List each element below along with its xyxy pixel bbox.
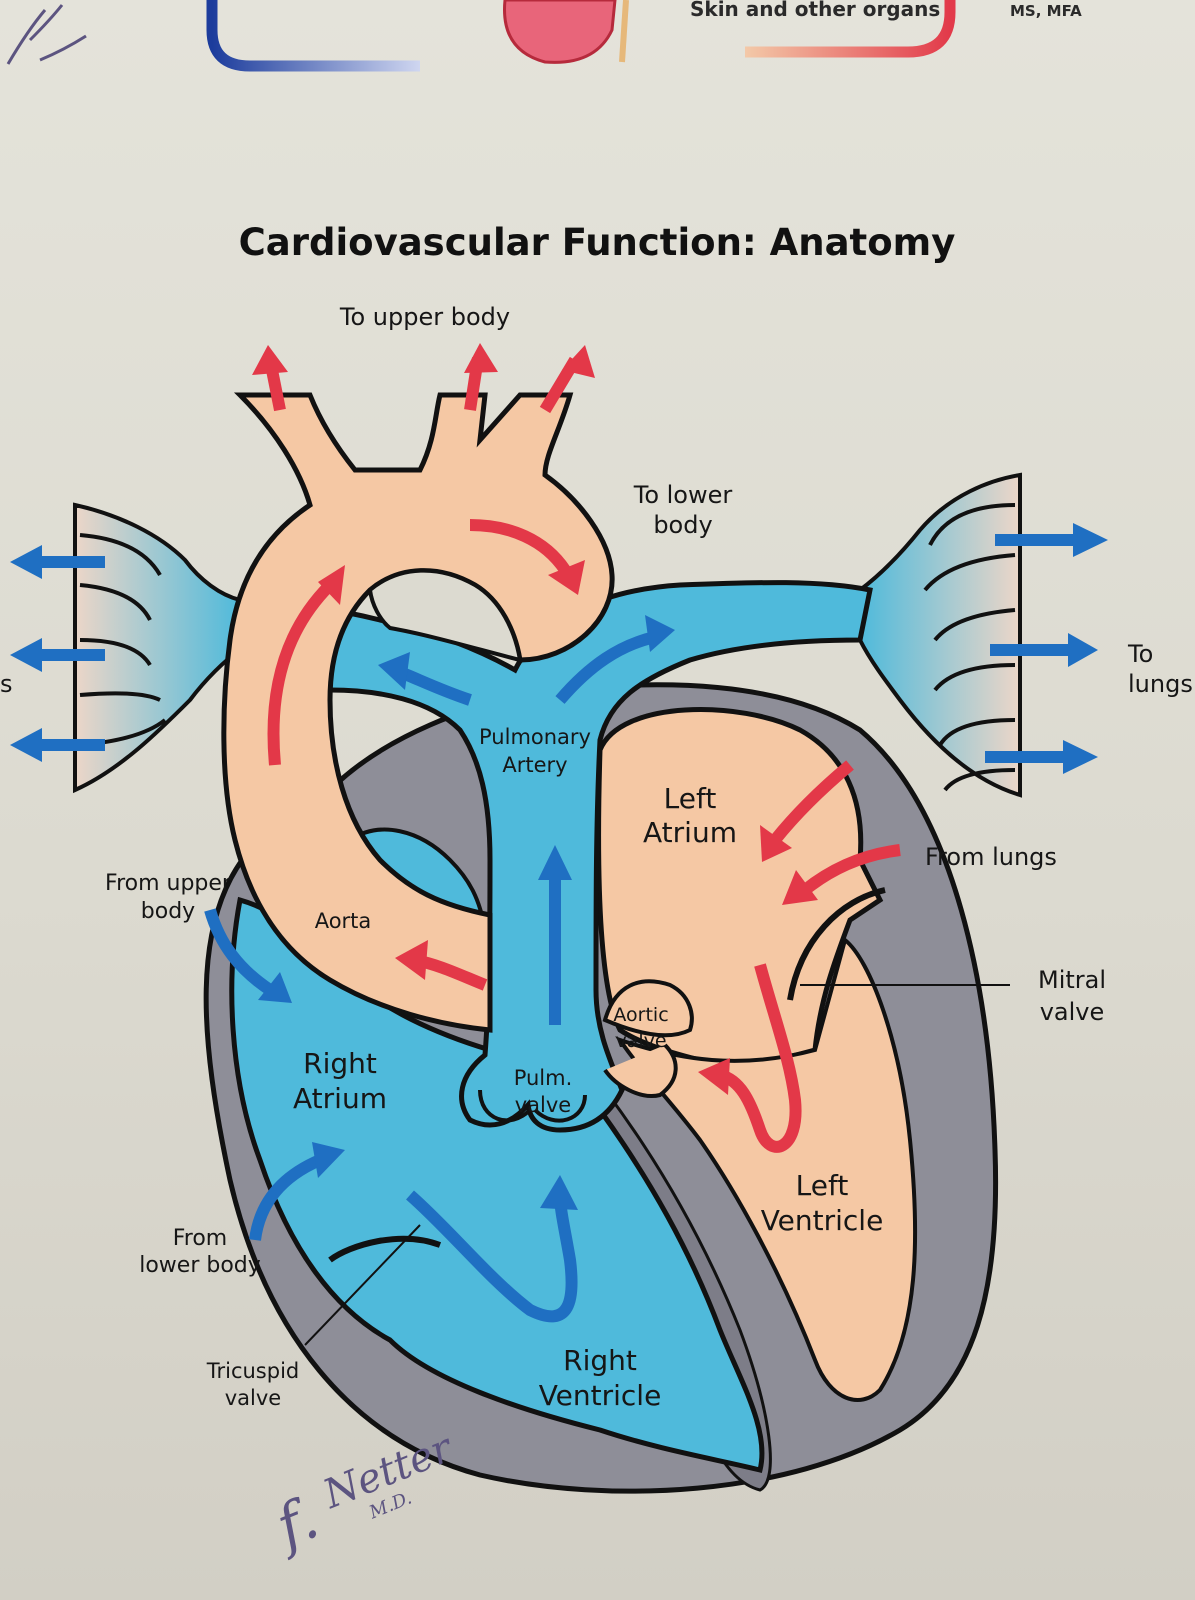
red-arrow-from-lungs-1	[770, 760, 854, 844]
label-pulm-valve-1: Pulm.	[514, 1066, 573, 1090]
header-red-loop	[745, 0, 956, 58]
label-to-lungs-1: To	[1127, 640, 1153, 668]
blue-arrow-from-upper-body	[204, 908, 274, 995]
label-aorta: Aorta	[315, 909, 372, 933]
red-arrow-lv-loop	[718, 963, 802, 1153]
label-left-lungs-fragment: s	[0, 670, 13, 698]
tricuspid-valve-leaflet	[328, 1235, 442, 1263]
mitral-valve-leaflet	[787, 887, 886, 1001]
label-aortic-valve-2: valve	[615, 1030, 666, 1052]
label-aortic-valve-1: Aortic	[613, 1004, 668, 1026]
label-mitral-valve-2: valve	[1040, 998, 1105, 1026]
label-to-lungs-2: lungs	[1128, 670, 1193, 698]
blue-arrowheads	[10, 523, 1108, 1210]
aortic-arch-inner	[367, 568, 523, 663]
label-from-lower-body-1: From	[173, 1226, 228, 1251]
signature-initial: f.	[263, 1484, 327, 1563]
left-ventricle	[615, 936, 918, 1402]
red-flow-arrows	[264, 356, 901, 1153]
red-arrow-arch-top	[469, 519, 570, 574]
header-blue-loop	[206, 0, 420, 72]
label-right-ventricle-1: Right	[563, 1344, 637, 1377]
label-pulmonary-artery-2: Artery	[502, 753, 567, 777]
pulm-valve-cusps	[478, 1089, 587, 1123]
blue-arrow-pa-right	[555, 631, 657, 704]
label-to-upper-body: To upper body	[339, 303, 510, 331]
label-from-upper-body-2: body	[141, 899, 195, 924]
label-right-ventricle-2: Ventricle	[539, 1379, 662, 1412]
red-arrow-ascending	[267, 580, 335, 766]
label-tricuspid-valve-1: Tricuspid	[206, 1359, 300, 1383]
label-pulmonary-artery-1: Pulmonary	[479, 725, 591, 749]
aorta	[221, 392, 615, 1033]
blue-arrow-rv-loop	[406, 1190, 578, 1323]
header-organ-icon	[503, 0, 617, 64]
right-lung-branches	[858, 472, 1022, 798]
label-to-lower-body-2: body	[653, 511, 712, 539]
label-from-lower-body-2: lower body	[139, 1253, 261, 1278]
red-arrow-from-lungs-2	[801, 844, 901, 895]
label-from-lungs: From lungs	[925, 843, 1057, 871]
blue-arrow-from-lower-body	[249, 1154, 323, 1241]
label-mitral-valve-1: Mitral	[1038, 966, 1106, 994]
label-to-lower-body-1: To lower	[633, 481, 733, 509]
blue-flow-arrows	[35, 534, 1075, 1323]
red-arrowheads	[252, 343, 818, 1095]
label-right-atrium-1: Right	[303, 1047, 377, 1080]
label-left-atrium-2: Atrium	[643, 816, 737, 849]
right-atrium-ventricle	[229, 896, 765, 1474]
header-vessel-icon	[619, 0, 629, 63]
label-pulm-valve-2: valve	[515, 1093, 571, 1117]
signature: f. Netter M.D.	[263, 1424, 461, 1563]
tricuspid-leader-line	[304, 1224, 421, 1346]
label-right-atrium-2: Atrium	[293, 1082, 387, 1115]
label-left-atrium-1: Left	[664, 782, 717, 815]
header-organs-label: Skin and other organs	[690, 0, 940, 21]
label-left-ventricle-2: Ventricle	[761, 1204, 884, 1237]
label-from-upper-body-1: From upper	[105, 871, 232, 896]
labels: To upper body To lower body To lungs s P…	[0, 303, 1193, 1412]
label-left-ventricle-1: Left	[796, 1169, 849, 1202]
header-signature-fragment	[6, 4, 87, 65]
header-credentials: MS, MFA	[1010, 2, 1082, 20]
page-title: Cardiovascular Function: Anatomy	[239, 221, 956, 264]
label-tricuspid-valve-2: valve	[225, 1386, 281, 1410]
aortic-valve-cusps	[602, 979, 694, 1098]
header-strip: Skin and other organs MS, MFA	[6, 0, 1082, 72]
